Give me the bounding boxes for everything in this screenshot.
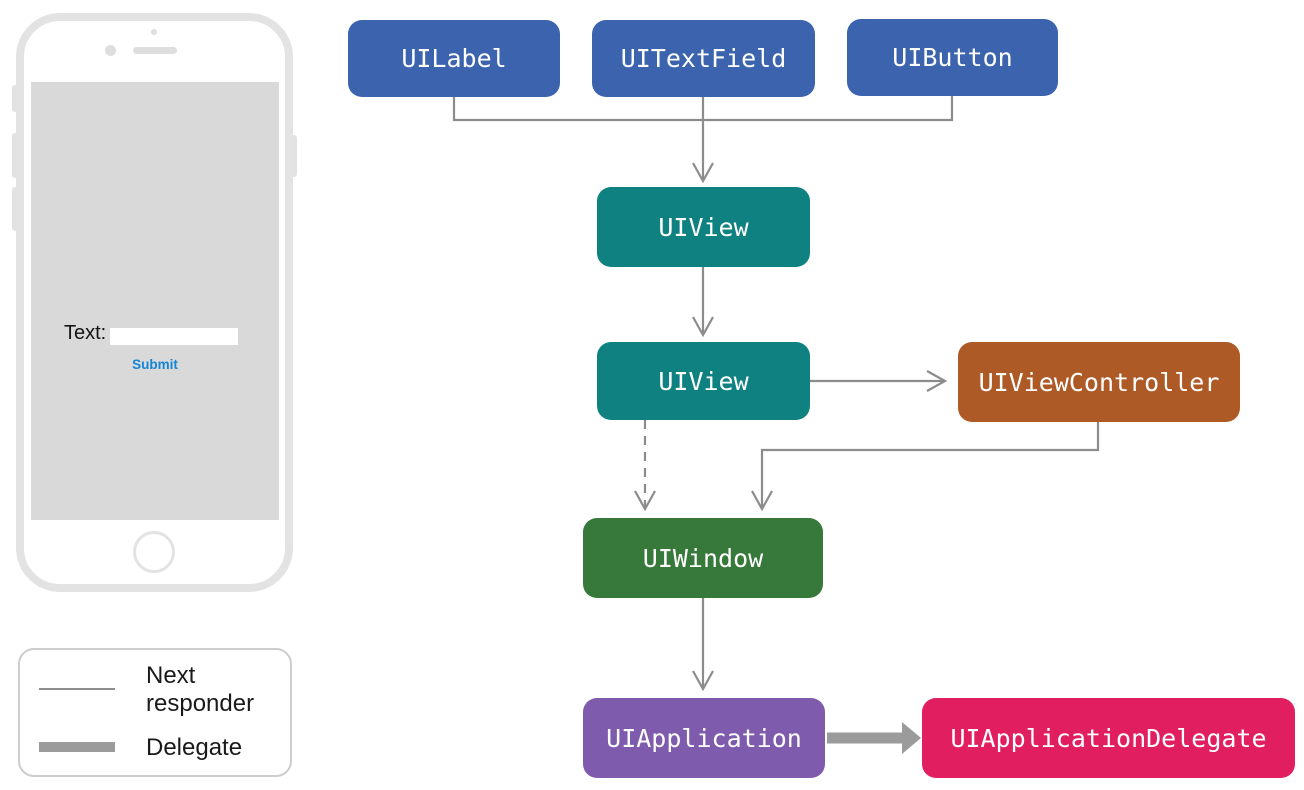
text-input-field[interactable] (110, 328, 238, 345)
legend-delegate-line (39, 742, 115, 752)
phone-power-button (290, 135, 297, 177)
phone-home-button[interactable] (133, 531, 175, 573)
text-field-label: Text: (64, 322, 107, 344)
legend: Next responder Delegate (18, 648, 292, 777)
node-uibutton: UIButton (847, 19, 1058, 96)
phone-front-camera-icon (105, 45, 116, 56)
phone-screen (31, 82, 279, 520)
phone-volume-button (12, 133, 18, 178)
node-uiapplicationdelegate: UIApplicationDelegate (922, 698, 1295, 778)
phone-speaker-icon (133, 47, 177, 54)
node-uiwindow: UIWindow (583, 518, 823, 598)
edge-delegate-arrowhead (902, 722, 921, 754)
node-uiapplication: UIApplication (583, 698, 825, 778)
legend-delegate-label: Delegate (146, 734, 243, 761)
node-uilabel: UILabel (348, 20, 560, 97)
legend-next-responder-label: Next responder (146, 662, 255, 717)
phone-mute-switch (12, 85, 18, 112)
node-uiview-root: UIView (597, 342, 810, 420)
edge-uiviewcontroller-to-uiwindow (751, 422, 1100, 512)
phone-volume-button (12, 187, 18, 231)
edge-top-connector (452, 96, 954, 122)
legend-next-responder-line (39, 688, 115, 690)
node-uitextfield: UITextField (592, 20, 815, 97)
phone-sensor-dot-icon (151, 29, 157, 35)
submit-button[interactable]: Submit (132, 357, 178, 372)
node-uiviewcontroller: UIViewController (958, 342, 1240, 422)
node-uiview-inner: UIView (597, 187, 810, 267)
